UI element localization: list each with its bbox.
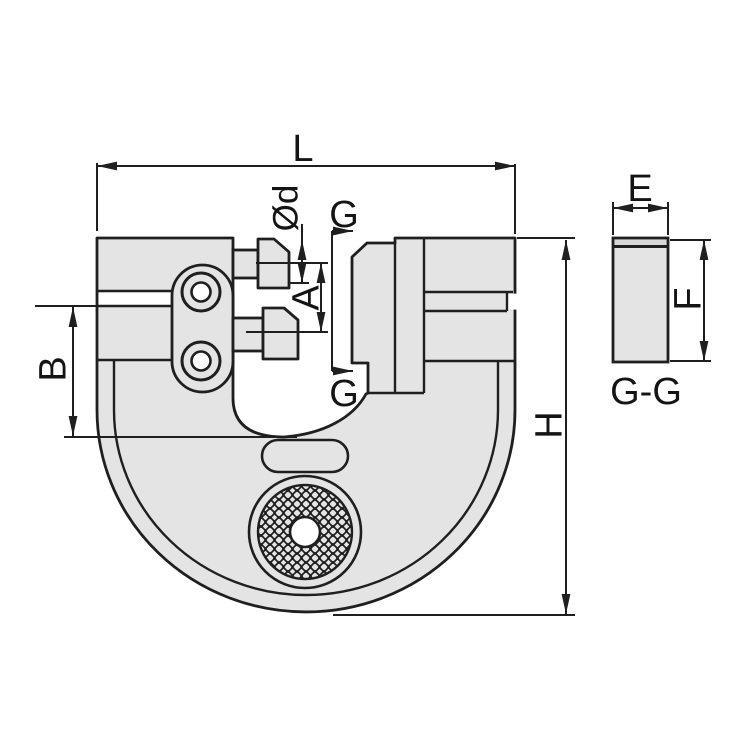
label-G-bottom: G	[329, 373, 359, 415]
dimension-H	[333, 237, 575, 616]
label-A: A	[285, 285, 327, 311]
label-B: B	[32, 356, 74, 381]
label-H: H	[528, 411, 570, 438]
anvil-upper-stem	[231, 248, 260, 280]
dimension-od	[288, 224, 309, 284]
label-section-name: G-G	[610, 371, 682, 413]
right-edge-notch	[507, 293, 517, 310]
id-plate	[260, 438, 350, 474]
clamp-slot	[98, 292, 172, 305]
anvil-lower	[261, 306, 300, 361]
anvil-lower-stem	[231, 316, 265, 353]
dimension-L	[96, 161, 516, 234]
knurl-wheel-hub	[288, 515, 322, 549]
screw-upper-core	[190, 281, 212, 303]
dimension-A	[246, 262, 328, 333]
dimension-B	[35, 305, 297, 438]
label-od: Ød	[266, 185, 305, 232]
label-L: L	[292, 128, 313, 170]
label-F: F	[667, 287, 709, 310]
label-G-top: G	[329, 194, 359, 236]
label-E: E	[627, 168, 652, 210]
dimension-F	[670, 239, 711, 362]
inner-rim-line	[112, 360, 500, 597]
section-view: E F G-G	[610, 168, 711, 413]
main-view: L Ød A G G B H	[32, 128, 575, 616]
fixed-anvil-bar-lines	[368, 238, 515, 395]
screw-lower-core	[190, 350, 212, 372]
section-cut-line-G	[331, 226, 353, 376]
dimension-E	[612, 202, 669, 235]
section-top-band	[614, 239, 667, 246]
left-jaw-lines	[97, 289, 172, 362]
section-body	[611, 236, 670, 364]
